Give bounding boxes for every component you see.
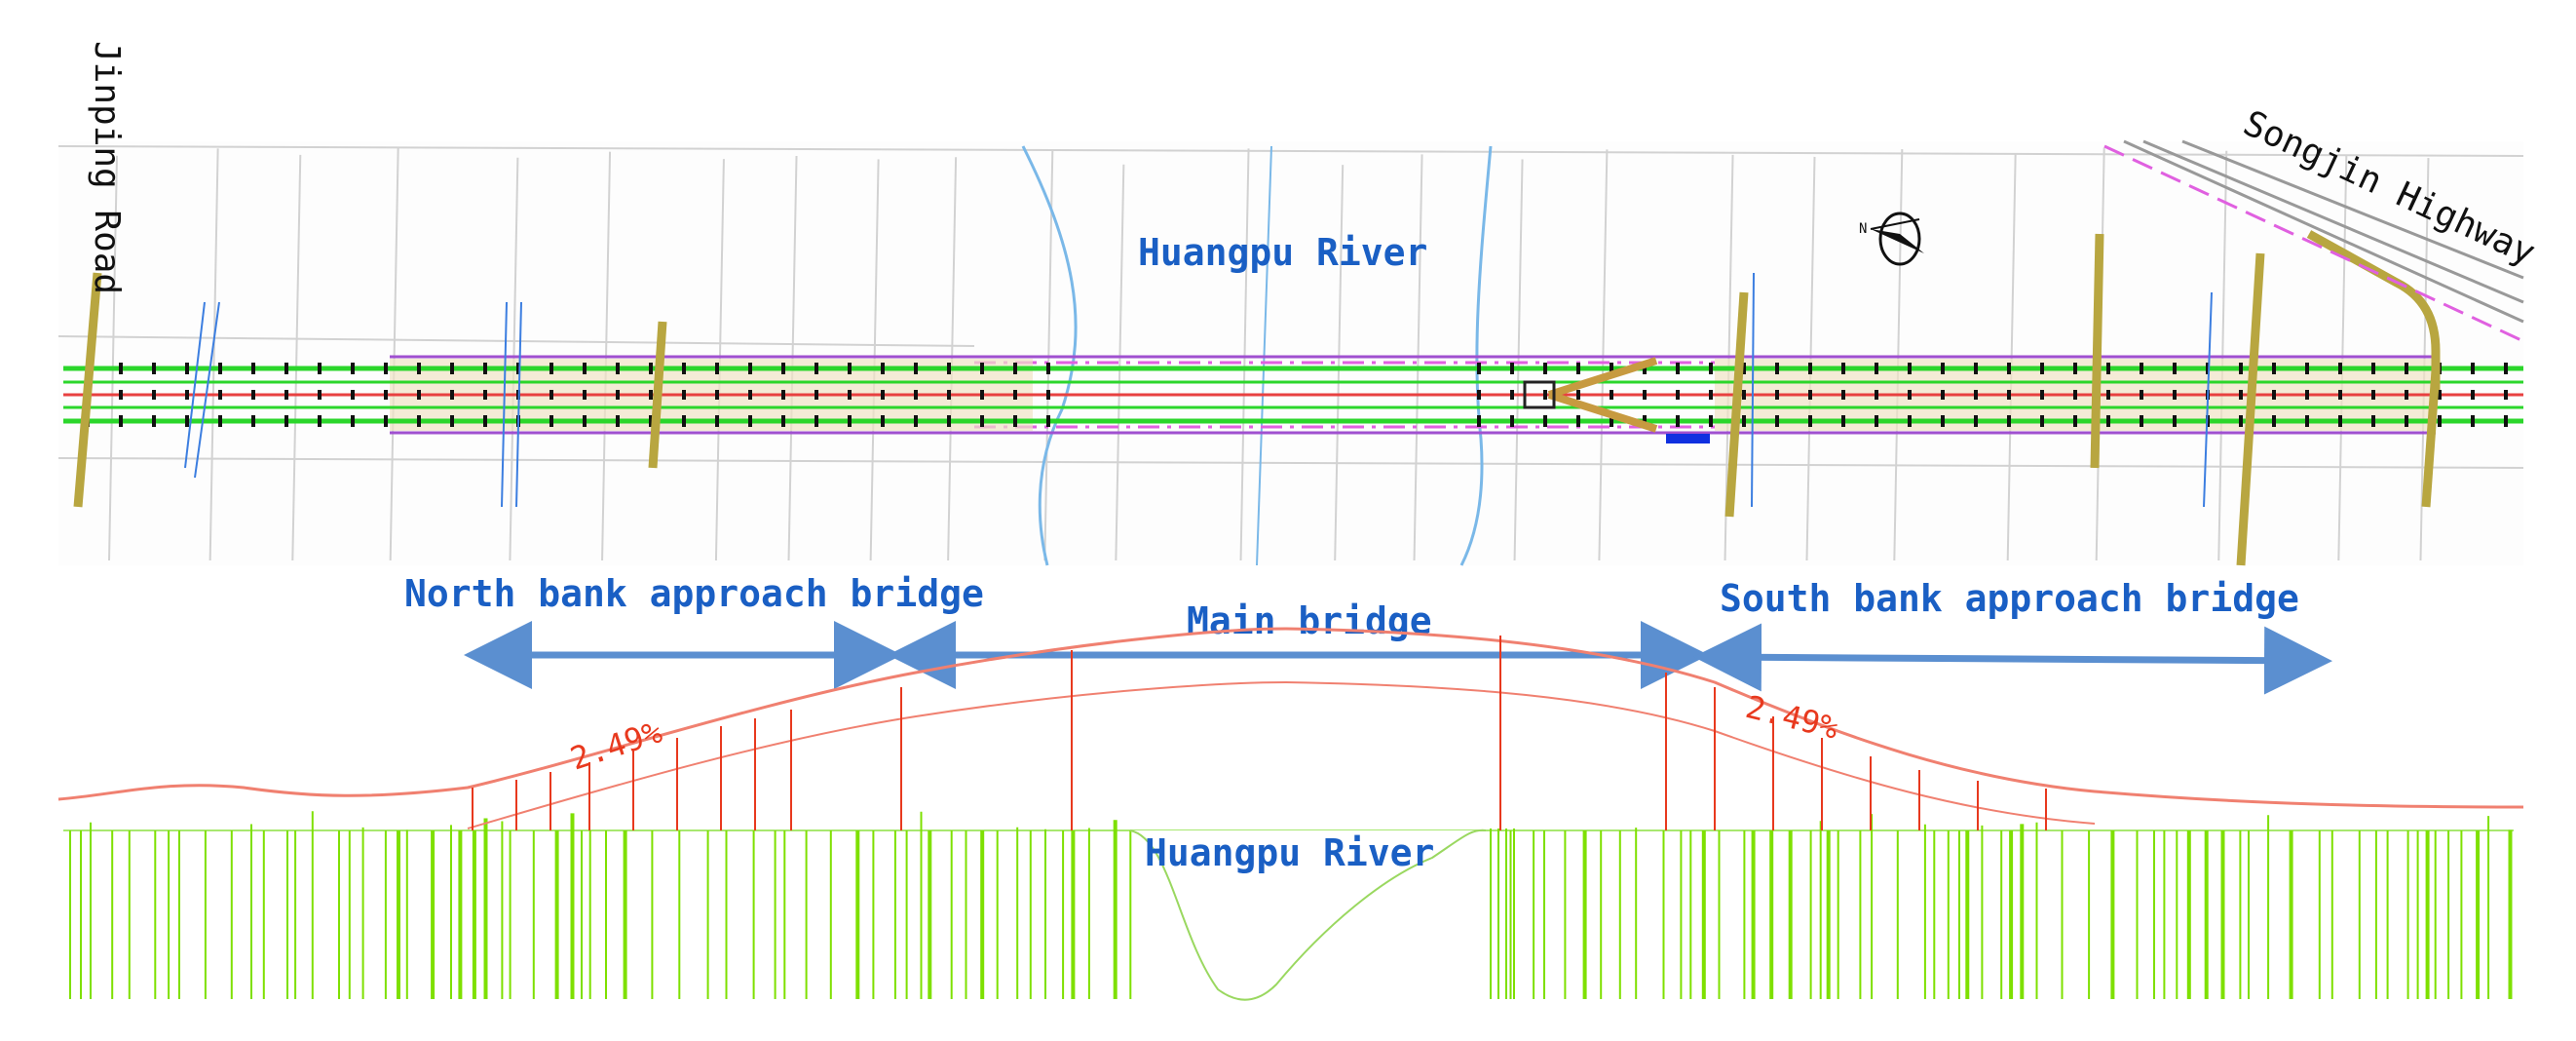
profile-river-label: Huangpu River	[1145, 831, 1434, 874]
ramp-split	[1547, 357, 1658, 433]
parcel-line	[1043, 149, 1054, 561]
utility-lines	[184, 272, 2213, 508]
parcel-line	[389, 147, 399, 561]
parcel-line	[57, 457, 2524, 469]
blue-marker	[1666, 434, 1710, 443]
highway-lines	[2123, 139, 2524, 324]
parcel-line	[1598, 149, 1609, 561]
profile-view: 2.49% 2.49% Huangpu River	[57, 627, 2524, 1001]
profile-piers	[472, 636, 2047, 830]
parcel-line	[1334, 165, 1345, 561]
riverbed-line	[1129, 829, 1487, 1001]
svg-text:N: N	[1859, 221, 1867, 237]
south-approach-span-arrow	[1693, 623, 2332, 695]
grade-label-south: 2.49%	[1742, 688, 1842, 747]
pile-lines	[69, 811, 2513, 999]
north-approach-label: North bank approach bridge	[404, 572, 984, 615]
parcel-line	[1239, 148, 1250, 561]
highway-boundary	[2103, 144, 2524, 343]
plan-river-label: Huangpu River	[1138, 231, 1427, 274]
parcel-line	[291, 154, 302, 561]
parcel-line	[1893, 149, 1904, 561]
plan-background	[58, 141, 2523, 565]
cross-roads	[73, 230, 2441, 566]
parcel-line	[108, 155, 118, 561]
section-labels: North bank approach bridge Main bridge S…	[404, 572, 2332, 695]
parcel-line	[1513, 159, 1524, 561]
parcel-line	[1805, 156, 1816, 561]
south-approach-label: South bank approach bridge	[1720, 577, 2299, 620]
river-bank-east	[1459, 145, 1493, 566]
main-bridge-label: Main bridge	[1187, 599, 1432, 642]
deck-bottom-profile	[467, 680, 2096, 829]
parcel-line	[208, 148, 219, 561]
parcel-line	[1115, 164, 1125, 561]
parcel-line	[57, 145, 2524, 157]
river-bank-west	[1021, 145, 1078, 566]
grade-label-north: 2.49%	[566, 713, 666, 778]
jinping-road-label: Jinping Road	[87, 41, 127, 294]
plan-view: N Jinping Road Songjin Highway Huangpu R…	[57, 41, 2541, 566]
north-arrow-icon: N	[1859, 212, 1924, 266]
deck-top-profile	[57, 627, 2524, 809]
parcel-line	[57, 335, 975, 347]
pier-markers	[86, 363, 2508, 427]
toll-structure	[1523, 380, 1556, 409]
